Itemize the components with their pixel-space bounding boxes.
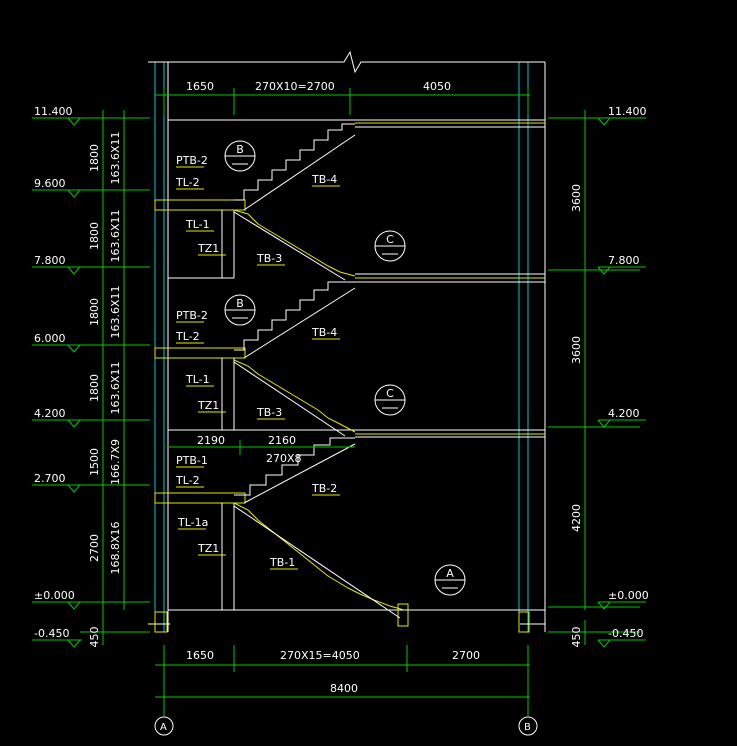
left-dim-outer: 1800 [88,222,101,250]
component-label: TL-2 [175,330,200,343]
elevation-left: 11.400 [34,105,73,118]
elevation-left: -0.450 [34,627,69,640]
component-label: TB-4 [311,173,337,186]
floor-slabs [148,119,545,633]
bottom-dimension: 1650 270X15=4050 2700 8400 A B [154,645,538,736]
elevation-marker-right [597,266,611,275]
left-dim-outer: 2700 [88,534,101,562]
elevations-right: 11.400 7.800 4.200 ±0.000 -0.450 [597,105,649,648]
section-mark-letter: B [236,297,244,310]
elevation-right: ±0.000 [608,589,649,602]
top-dim-2: 270X10=2700 [255,80,335,93]
bottom-dim-1: 1650 [186,649,214,662]
elevations-left: 11.400 9.600 7.800 6.000 4.200 2.700 ±0.000 -0.… [32,105,82,648]
elevation-left: 6.000 [34,332,66,345]
component-label: TZ1 [197,399,219,412]
elevation-left: ±0.000 [34,589,75,602]
total-dim: 8400 [330,682,358,695]
left-dimension-labels: 1800 1800 1800 1800 1500 2700 450 163.6X11 163.6… [88,131,122,647]
component-label: TB-3 [256,406,282,419]
elevation-right: 4.200 [608,407,640,420]
left-dim-inner: 163.6X11 [109,285,122,338]
elevation-marker-left [67,189,81,198]
bottom-dim-2: 270X15=4050 [280,649,360,662]
left-dim-outer: 1500 [88,448,101,476]
elevation-marker-left [67,266,81,275]
right-dim: 3600 [570,336,583,364]
mid-dim-3: 270X8 [266,452,302,465]
elevation-left: 7.800 [34,254,66,267]
walls [148,50,546,632]
component-label: TL-2 [175,176,200,189]
section-mark-letter: B [236,143,244,156]
left-dimension-lines [80,110,150,645]
bottom-dim-3: 2700 [452,649,480,662]
axis-a-label: A [160,722,167,733]
section-mark-letter: C [386,387,394,400]
elevation-left: 4.200 [34,407,66,420]
right-dimension-lines [548,110,640,645]
left-dim-inner: 166.7X9 [109,439,122,485]
component-label: TL-1a [177,516,208,529]
section-mark-letter: C [386,233,394,246]
elevation-marker-right [597,639,611,648]
top-dim-1: 1650 [186,80,214,93]
elevation-marker-right [597,117,611,126]
left-dim-inner: 163.6X11 [109,361,122,414]
component-label: TB-2 [311,482,337,495]
elevation-marker-left [67,117,81,126]
right-dim: 450 [570,627,583,648]
right-dim: 3600 [570,184,583,212]
elevation-marker-left [67,639,81,648]
elevation-marker-left [67,419,81,428]
right-dim: 4200 [570,504,583,532]
left-dim-inner: 163.6X11 [109,209,122,262]
component-label: TZ1 [197,242,219,255]
left-dim-outer: 1800 [88,298,101,326]
section-mark-letter: A [446,567,454,580]
right-dimension-labels: 3600 3600 4200 450 [570,184,583,648]
component-label: TL-1 [185,373,210,386]
left-dim-outer: 1800 [88,374,101,402]
elevation-left: 9.600 [34,177,66,190]
elevation-marker-right [597,419,611,428]
stair-flights [233,123,405,619]
component-label: TB-3 [256,252,282,265]
component-label: TL-2 [175,474,200,487]
elevation-marker-left [67,484,81,493]
elevation-left: 2.700 [34,472,66,485]
mid-dimension: 2190 2160 270X8 [168,434,355,465]
elevation-marker-right [597,601,611,610]
component-label: PTB-2 [176,309,208,322]
left-dim-outer: 1800 [88,144,101,172]
component-label: TB-1 [269,556,295,569]
mid-dim-1: 2190 [197,434,225,447]
elevation-right: 7.800 [608,254,640,267]
component-label: PTB-1 [176,454,208,467]
left-dim-outer: 450 [88,627,101,648]
left-dim-inner: 163.6X11 [109,131,122,184]
component-label: TL-1 [185,218,210,231]
elevation-marker-left [67,344,81,353]
component-label: TZ1 [197,542,219,555]
component-label: PTB-2 [176,154,208,167]
section-marks: B C B C A [224,140,466,596]
elevation-right: -0.450 [608,627,643,640]
component-label: TB-4 [311,326,337,339]
elevation-right: 11.400 [608,105,647,118]
elevation-marker-left [67,601,81,610]
top-dimension: 1650 270X10=2700 4050 [155,80,530,115]
top-dim-3: 4050 [423,80,451,93]
mid-dim-2: 2160 [268,434,296,447]
component-labels: PTB-2TL-2TL-1TZ1TB-4TB-3PTB-2TL-2TL-1TZ1… [175,154,340,570]
left-dim-inner: 168.8X16 [109,521,122,574]
axis-b-label: B [524,722,531,733]
